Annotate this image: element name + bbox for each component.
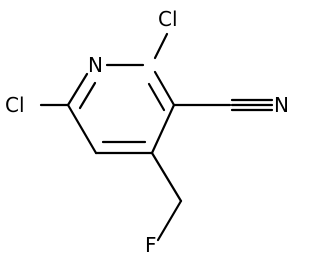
bond-c3-c4 xyxy=(150,103,176,155)
structure-svg: N Cl Cl N F xyxy=(5,7,289,257)
molecule-diagram: N Cl Cl N F xyxy=(5,7,289,257)
bond-c2-c3 xyxy=(153,70,176,107)
atom-label-cl6: Cl xyxy=(5,93,25,117)
bond-c2-c3-inner xyxy=(147,82,166,112)
bond-c4-ch2 xyxy=(150,151,183,203)
atom-label-n1: N xyxy=(88,53,103,77)
bond-c5-c6 xyxy=(66,103,98,155)
atom-label-nitrile-n: N xyxy=(274,93,289,117)
bond-c6-n1 xyxy=(66,72,89,107)
bond-c2-cl xyxy=(153,32,169,60)
bond-ch2-f xyxy=(156,199,183,242)
bond-c6-n1-inner xyxy=(78,81,97,110)
atom-label-cl2: Cl xyxy=(158,7,178,31)
atom-label-f: F xyxy=(145,233,157,257)
